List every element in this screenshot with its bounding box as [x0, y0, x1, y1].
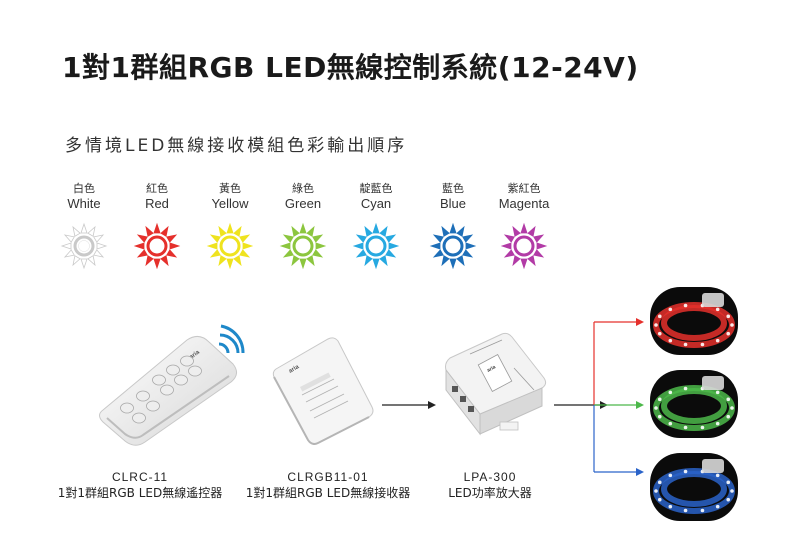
receiver-label: CLRGB11-01 1對1群組RGB LED無線接收器 [228, 469, 428, 501]
page-title: 1對1群組RGB LED無線控制系統(12-24V) [62, 51, 639, 84]
sun-icon-white [60, 222, 108, 270]
arrow-receiver-to-amplifier [382, 401, 436, 409]
sun-icon-green [279, 222, 327, 270]
amplifier-label: LPA-300 LED功率放大器 [420, 469, 560, 501]
receiver-device: aria [272, 337, 374, 445]
amplifier-brand-label: aria [486, 364, 497, 374]
page-subtitle: 多情境LED無線接收模組色彩輸出順序 [65, 136, 408, 156]
receiver-model-name: 1對1群組RGB LED無線接收器 [245, 486, 411, 500]
receiver-brand-label: aria [288, 364, 301, 375]
amplifier-model-name: LED功率放大器 [448, 486, 532, 500]
sun-icon-cyan [352, 222, 400, 270]
sun-icon-magenta [500, 222, 548, 270]
output-branch-lines [593, 318, 644, 476]
sun-icon-red [133, 222, 181, 270]
remote-brand-label: aria [189, 349, 202, 360]
wireless-signal-icon [218, 324, 245, 354]
remote-label: CLRC-11 1對1群組RGB LED無線遙控器 [40, 469, 240, 501]
led-strip-blue [650, 453, 738, 521]
remote-device: aria [99, 324, 245, 446]
remote-model-code: CLRC-11 [111, 470, 169, 484]
remote-model-name: 1對1群組RGB LED無線遙控器 [57, 486, 223, 500]
led-strip-green [650, 370, 738, 438]
amplifier-device: aria [445, 332, 547, 436]
sun-icon-yellow [206, 222, 254, 270]
amplifier-model-code: LPA-300 [463, 470, 517, 484]
receiver-model-code: CLRGB11-01 [287, 470, 369, 484]
sun-icon-blue [429, 222, 477, 270]
led-strip-red [650, 287, 738, 355]
